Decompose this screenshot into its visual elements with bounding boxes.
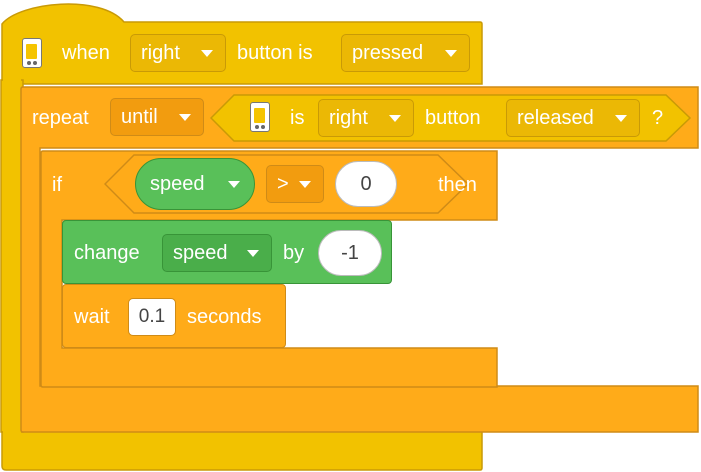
change-label: change — [74, 242, 140, 264]
change-variable-value: speed — [173, 242, 228, 264]
change-variable-block[interactable]: change speed by -1 — [62, 220, 392, 284]
repeat-mode-dropdown[interactable]: until — [110, 98, 204, 136]
repeat-mode-value: until — [121, 106, 158, 128]
change-amount-input[interactable]: -1 — [318, 230, 382, 276]
chevron-down-icon — [389, 115, 401, 122]
then-label: then — [438, 174, 477, 196]
by-label: by — [283, 242, 305, 264]
if-variable-value: speed — [150, 173, 205, 195]
chevron-down-icon — [228, 181, 240, 188]
repeat-button-dropdown[interactable]: right — [318, 99, 414, 137]
when-state-value: pressed — [352, 42, 424, 64]
wait-block[interactable]: wait 0.1 seconds — [62, 284, 286, 348]
when-button-dropdown[interactable]: right — [130, 34, 226, 72]
repeat-label: repeat — [32, 107, 89, 129]
speed-variable-reporter[interactable]: speed — [135, 158, 255, 210]
operator-value: > — [277, 173, 289, 195]
repeat-state-value: released — [517, 107, 594, 129]
if-label: if — [52, 174, 62, 196]
greater-than-condition[interactable]: speed > 0 — [104, 154, 470, 214]
is-label: is — [290, 107, 305, 129]
chevron-down-icon — [615, 115, 627, 122]
repeat-until-block[interactable]: repeat until is right button released ? — [20, 86, 700, 436]
button-released-condition[interactable]: is right button released ? — [210, 94, 692, 142]
hub-icon — [250, 102, 270, 132]
chevron-down-icon — [247, 250, 259, 257]
chevron-down-icon — [179, 114, 191, 121]
hub-icon — [22, 38, 42, 68]
question-mark: ? — [652, 107, 664, 129]
seconds-label: seconds — [187, 306, 262, 328]
if-then-block[interactable]: if speed > 0 then — [40, 150, 500, 390]
chevron-down-icon — [299, 181, 311, 188]
operator-dropdown[interactable]: > — [266, 165, 324, 203]
wait-label: wait — [74, 306, 110, 328]
chevron-down-icon — [445, 50, 457, 57]
when-label: when — [62, 42, 110, 64]
chevron-down-icon — [201, 50, 213, 57]
button-label: button — [425, 107, 481, 129]
when-state-dropdown[interactable]: pressed — [341, 34, 470, 72]
change-variable-dropdown[interactable]: speed — [162, 234, 272, 272]
wait-duration-input[interactable]: 0.1 — [128, 298, 176, 336]
compare-value-input[interactable]: 0 — [335, 161, 397, 207]
when-button-value: right — [141, 42, 180, 64]
repeat-button-value: right — [329, 107, 368, 129]
button-is-label: button is — [237, 42, 313, 64]
repeat-state-dropdown[interactable]: released — [506, 99, 640, 137]
